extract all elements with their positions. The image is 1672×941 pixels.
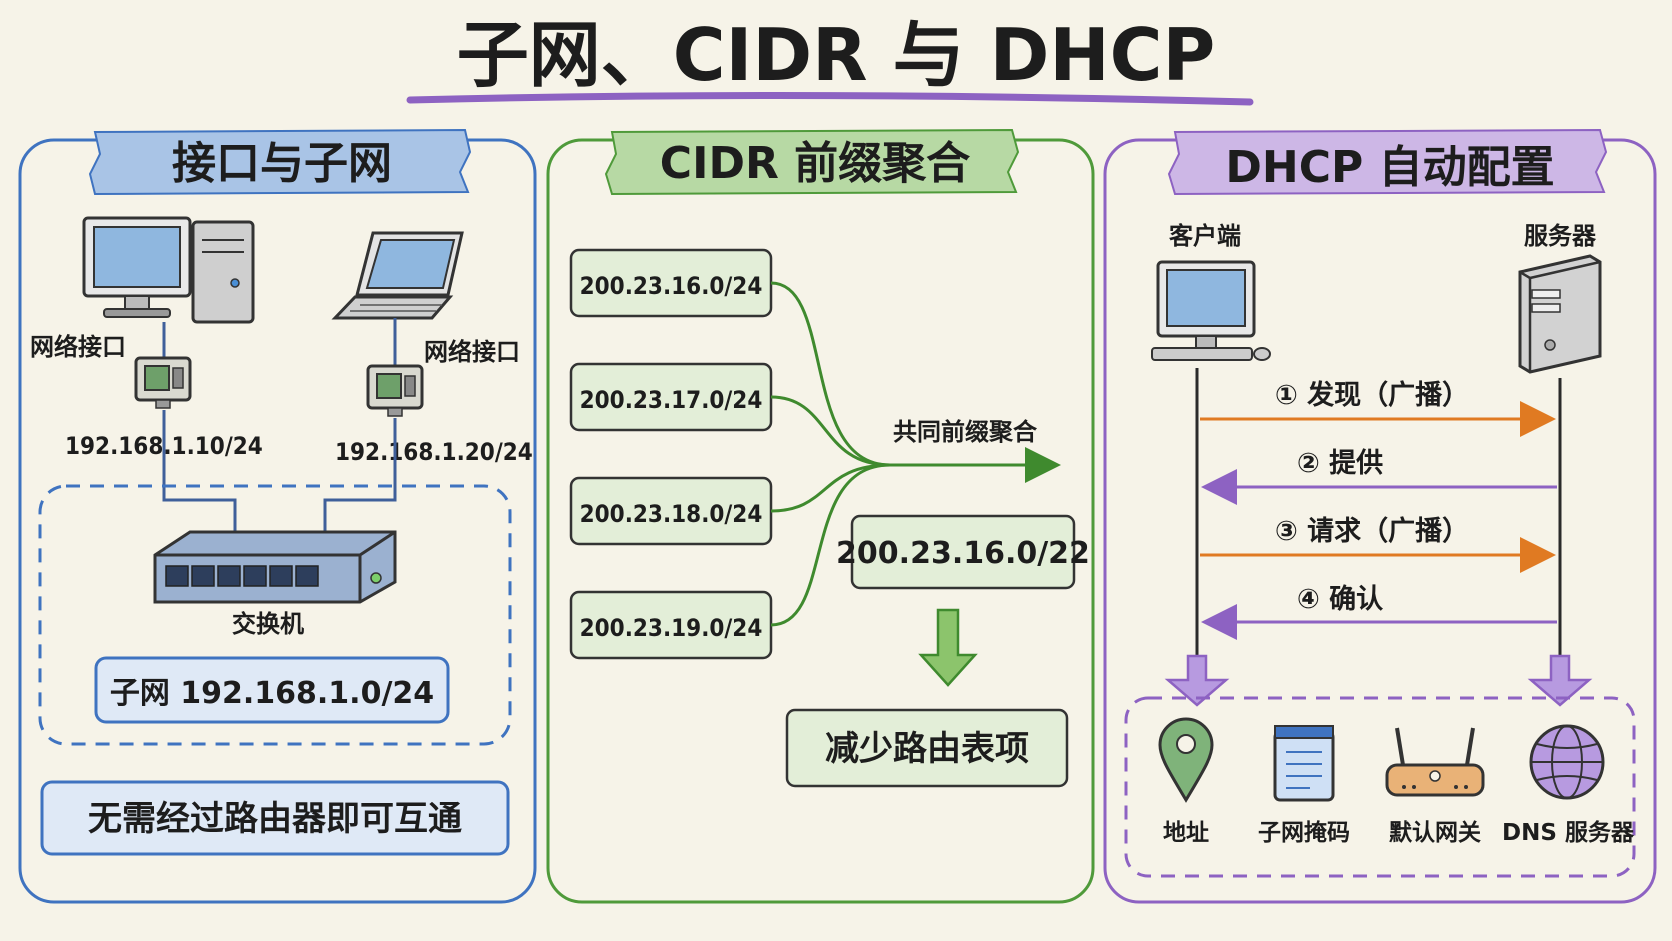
dhcp-step-label: ① 发现（广播） — [1275, 379, 1469, 411]
globe-icon — [1529, 724, 1605, 800]
server-label: 服务器 — [1524, 222, 1597, 250]
panel-dhcp: DHCP 自动配置 客户端 服务器 ① 发现（广播） ② 提供 ③ 请求 — [1103, 128, 1657, 904]
result-dns-server: DNS 服务器 — [1502, 820, 1635, 846]
result-address: 地址 — [1163, 820, 1209, 846]
result-label: 减少路由表项 — [825, 729, 1029, 769]
network-interface-icon — [366, 364, 424, 417]
prefix-label: 200.23.16.0/24 — [580, 272, 763, 300]
prefix-box: 200.23.16.0/24 — [569, 248, 773, 318]
network-interface-icon — [134, 356, 192, 409]
prefix-box: 200.23.19.0/24 — [569, 590, 773, 660]
dhcp-step-label: ② 提供 — [1297, 448, 1383, 479]
panel-interfaces-subnet: 接口与子网 — [18, 128, 537, 904]
subnet-area — [38, 484, 512, 746]
router-icon — [1385, 727, 1485, 797]
server-icon — [1518, 254, 1602, 374]
down-arrow-icon — [918, 608, 978, 687]
switch-label: 交换机 — [232, 610, 304, 638]
panel-title-banner — [604, 128, 1020, 196]
panel-title: CIDR 前缀聚合 — [660, 138, 970, 189]
panel-title-banner — [1167, 128, 1608, 196]
switch-icon — [153, 530, 397, 604]
result-box — [785, 708, 1069, 788]
merge-line — [770, 463, 891, 513]
down-arrow-icon — [1527, 654, 1593, 707]
interface-label-right: 网络接口 — [424, 338, 520, 366]
dhcp-results-area — [1124, 696, 1636, 878]
merge-line — [770, 463, 891, 627]
result-subnet-mask: 子网掩码 — [1258, 819, 1350, 846]
prefix-box: 200.23.17.0/24 — [569, 362, 773, 432]
location-pin-icon — [1158, 717, 1214, 803]
page-title: 子网、CIDR 与 DHCP — [457, 13, 1216, 97]
merge-line — [770, 281, 891, 467]
down-arrow-icon — [1164, 654, 1230, 707]
bottom-note: 无需经过路由器即可互通 — [88, 799, 462, 839]
panel-cidr: CIDR 前缀聚合 200.23.16.0/24 200.23.17.0/24 … — [546, 128, 1095, 904]
title-underline — [406, 91, 1254, 106]
prefix-label: 200.23.17.0/24 — [580, 386, 763, 414]
prefix-box: 200.23.18.0/24 — [569, 476, 773, 546]
result-default-gateway: 默认网关 — [1389, 819, 1481, 846]
prefix-label: 200.23.18.0/24 — [580, 500, 763, 528]
client-label: 客户端 — [1169, 222, 1241, 250]
dhcp-step-label: ③ 请求（广播） — [1275, 516, 1469, 547]
subnet-label: 子网 192.168.1.0/24 — [110, 676, 434, 711]
merge-label: 共同前缀聚合 — [893, 418, 1038, 446]
panel-title: DHCP 自动配置 — [1225, 142, 1554, 193]
aggregate-box — [850, 514, 1076, 590]
panel-title: 接口与子网 — [172, 138, 392, 189]
panel-title-banner — [88, 128, 472, 196]
aggregate-label: 200.23.16.0/22 — [836, 536, 1090, 571]
desktop-computer-icon — [1151, 260, 1271, 361]
merge-line — [770, 395, 891, 467]
subnet-box — [94, 656, 450, 724]
laptop-icon — [331, 231, 464, 320]
ip-right: 192.168.1.20/24 — [335, 438, 533, 466]
prefix-label: 200.23.19.0/24 — [580, 614, 763, 642]
notepad-icon — [1273, 725, 1335, 802]
interface-label-left: 网络接口 — [30, 333, 126, 361]
note-box — [40, 780, 510, 856]
desktop-computer-icon — [82, 216, 255, 324]
dhcp-step-label: ④ 确认 — [1297, 583, 1383, 615]
